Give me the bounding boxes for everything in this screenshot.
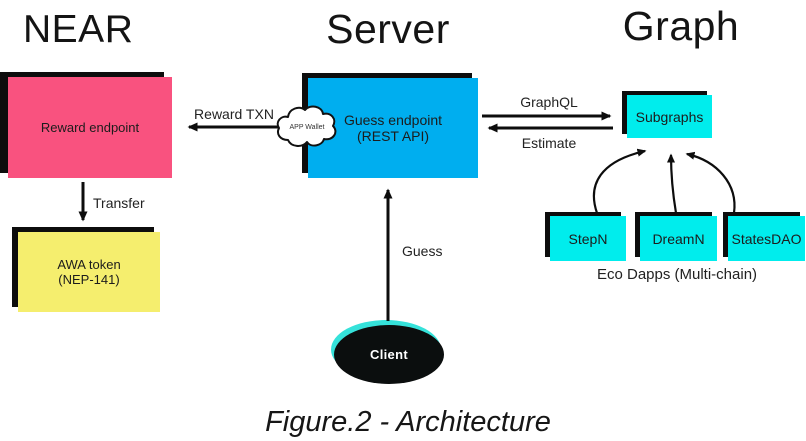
statesdao-label: StatesDAO (731, 230, 802, 247)
reward-endpoint-label: Reward endpoint (40, 120, 140, 135)
client-node: Client (334, 325, 444, 384)
arrow-statesdao-subgraphs (685, 151, 736, 214)
figure-caption: Figure.2 - Architecture (265, 406, 551, 438)
awa-token-label: AWA token (57, 257, 121, 272)
reward-txn-label: Reward TXN (194, 106, 274, 122)
graphql-label: GraphQL (520, 94, 578, 110)
eco-dapps-caption: Eco Dapps (Multi-chain) (596, 266, 758, 283)
guess-endpoint-node: Guess endpoint (REST API) (308, 78, 478, 178)
server-title: Server (326, 6, 450, 52)
graph-title: Graph (622, 3, 740, 49)
subgraphs-node: Subgraphs (627, 95, 712, 138)
arrow-stepn-subgraphs (592, 148, 647, 214)
guess-endpoint-label: Guess endpoint (343, 112, 443, 128)
near-title: NEAR (23, 8, 134, 51)
guess-label: Guess (402, 243, 443, 259)
dreamn-label: DreamN (652, 230, 705, 247)
subgraphs-label: Subgraphs (635, 108, 704, 125)
app-wallet-cloud-icon: APP Wallet (276, 105, 337, 147)
dreamn-node: DreamN (640, 216, 717, 261)
awa-token-sublabel: (NEP-141) (58, 272, 120, 287)
client-label: Client (370, 347, 408, 362)
app-wallet-label: APP Wallet (289, 124, 324, 131)
stepn-label: StepN (568, 230, 608, 247)
reward-endpoint-node: Reward endpoint (8, 77, 172, 178)
stepn-node: StepN (550, 216, 626, 261)
transfer-label: Transfer (93, 195, 145, 211)
estimate-label: Estimate (521, 135, 577, 151)
statesdao-node: StatesDAO (728, 216, 805, 261)
awa-token-node: AWA token (NEP-141) (18, 232, 160, 312)
arrow-dreamn-subgraphs (667, 153, 678, 214)
guess-endpoint-sublabel: (REST API) (356, 128, 430, 144)
